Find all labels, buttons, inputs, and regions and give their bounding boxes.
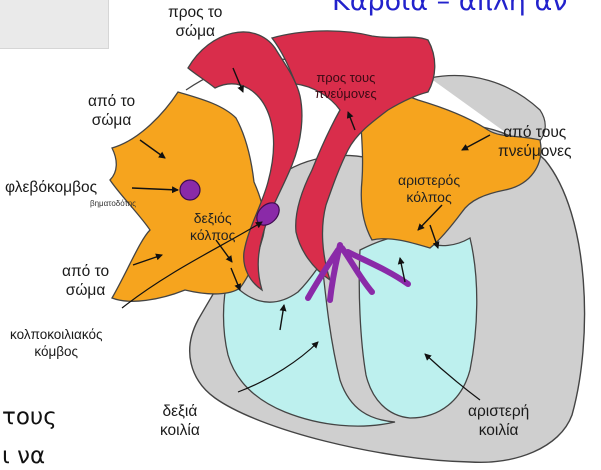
label-av-node-text: κολποκοιλιακός κόμβος: [10, 327, 102, 359]
label-pacemaker: βηματοδότης: [90, 199, 136, 209]
label-from-body-bottom-text: από το σώμα: [62, 263, 109, 299]
label-from-body-top-text: από το σώμα: [88, 93, 135, 129]
label-from-body-bottom: από το σώμα: [62, 262, 109, 300]
label-to-lungs-text: προς τους πνεύμονες: [315, 70, 377, 101]
label-sa-node: φλεβόκομβος: [5, 178, 97, 197]
label-av-node: κολποκοιλιακός κόμβος: [10, 326, 102, 360]
label-left-ventricle-text: αριστερή κοιλία: [468, 403, 529, 439]
label-to-body: προς το σώμα: [168, 3, 222, 41]
label-right-ventricle: δεξιά κοιλία: [160, 402, 200, 440]
label-left-ventricle: αριστερή κοιλία: [468, 402, 529, 440]
label-from-body-top: από το σώμα: [88, 92, 135, 130]
label-from-lungs-text: από τους πνεύμονες: [498, 124, 572, 160]
label-from-lungs: από τους πνεύμονες: [498, 123, 572, 161]
label-right-atrium: δεξιός κόλπος: [190, 210, 235, 244]
label-left-atrium-text: αριστερός κόλπος: [398, 172, 460, 205]
label-to-lungs: προς τους πνεύμονες: [315, 70, 377, 102]
body-text-fragment-2: ι να: [2, 443, 45, 469]
label-left-atrium: αριστερός κόλπος: [398, 172, 460, 206]
sa-node: [180, 180, 200, 200]
label-right-ventricle-text: δεξιά κοιλία: [160, 403, 200, 439]
label-right-atrium-text: δεξιός κόλπος: [190, 210, 235, 243]
label-to-body-text: προς το σώμα: [168, 4, 222, 40]
body-text-fragment-1: τους: [2, 404, 57, 430]
